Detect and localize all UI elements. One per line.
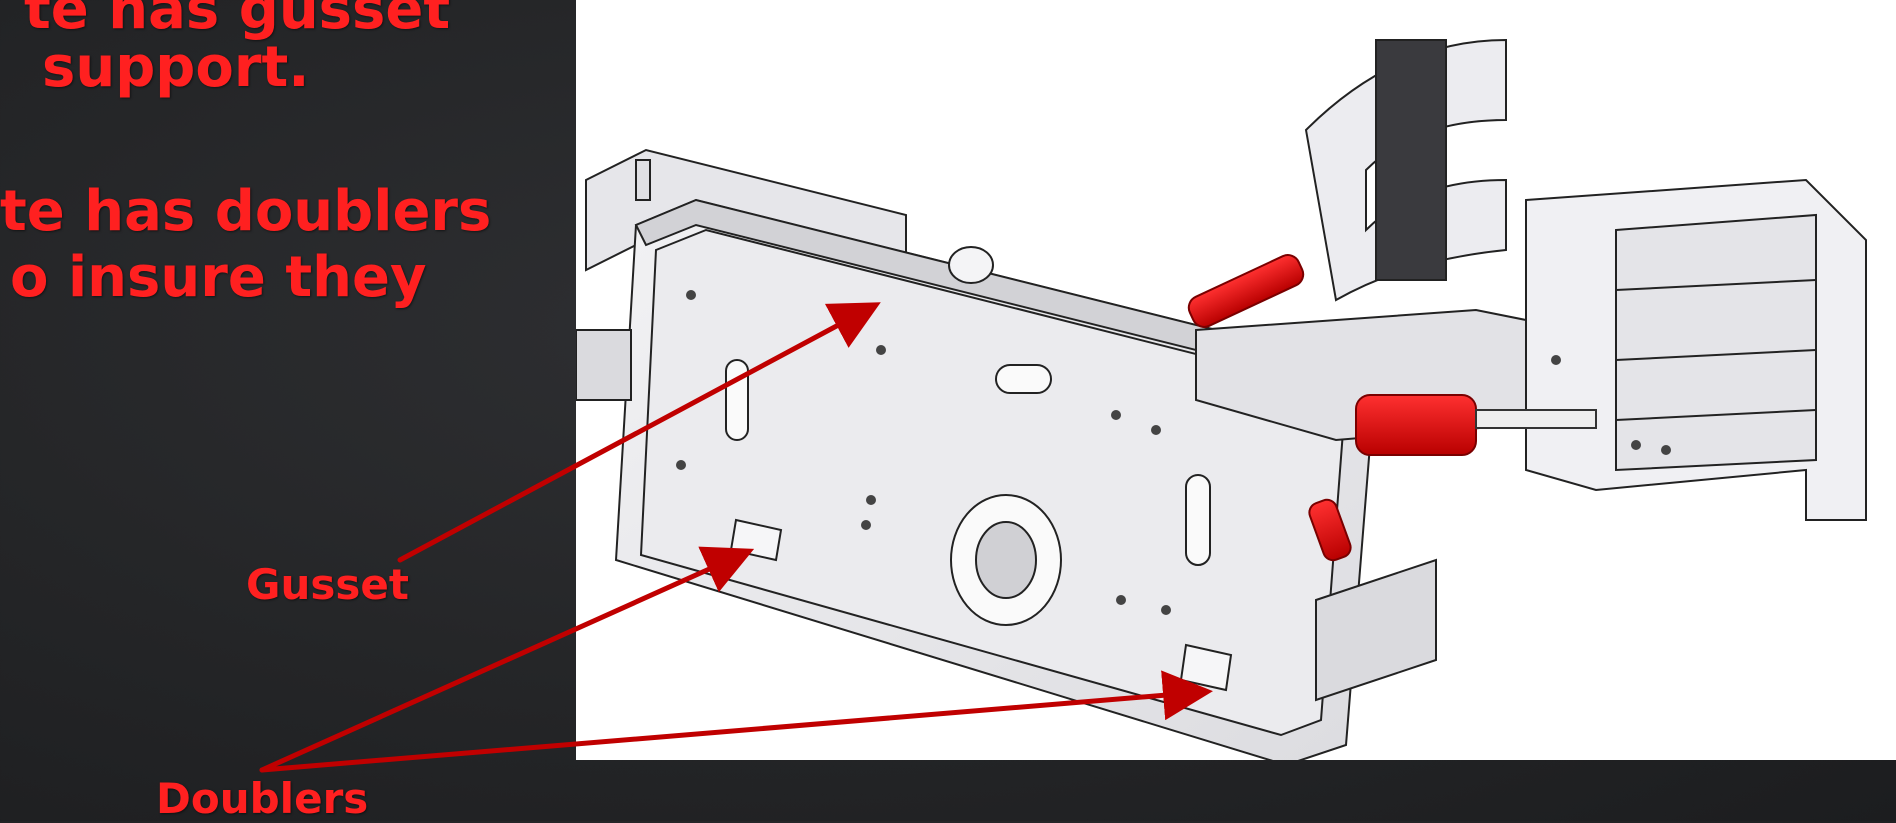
gusset-arrow [397,302,881,563]
bullet-line-1: te has gusset [24,0,451,42]
doublers-arrow-right [259,670,1213,773]
bullet-line-2: support. [42,35,310,100]
bullet-line-3: te has doublers [0,179,492,244]
bullet-line-4: o insure they [10,245,427,310]
doublers-arrow-left [259,546,755,773]
gusset-label: Gusset [246,560,409,609]
doublers-label: Doublers [156,774,369,823]
